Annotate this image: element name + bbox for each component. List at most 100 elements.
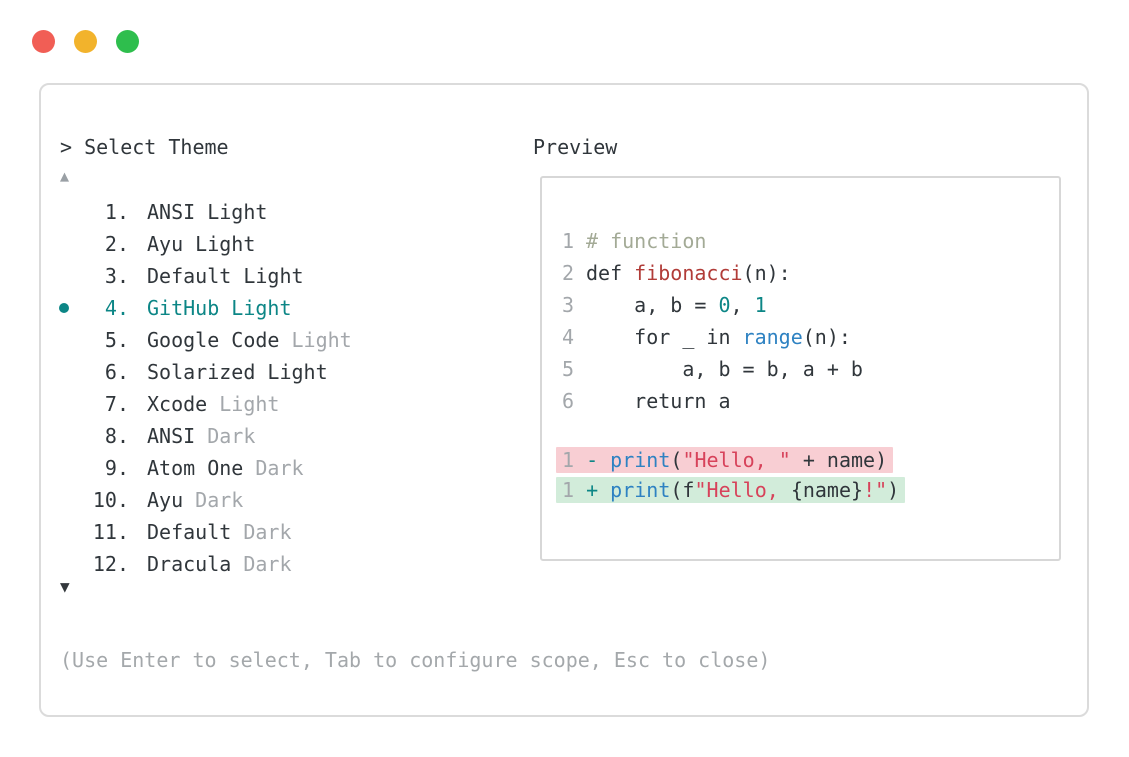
theme-list-item[interactable]: 8. ANSI Dark [41, 420, 521, 452]
theme-item-label: ANSI Dark [147, 424, 255, 448]
diff-highlight: 1 - print("Hello, " + name) [556, 447, 894, 473]
theme-item-label: ANSI Light [147, 200, 267, 224]
theme-item-label-segment: ANSI [147, 424, 208, 448]
theme-item-label: Atom One Dark [147, 456, 304, 480]
prompt-title: Select Theme [84, 135, 229, 159]
code-token: print [610, 478, 671, 502]
preview-label: Preview [533, 135, 618, 159]
theme-item-label: Ayu Light [147, 232, 255, 256]
code-token: range [742, 325, 803, 349]
theme-item-label-segment: Atom One [147, 456, 256, 480]
theme-list-item[interactable]: 11.Default Dark [41, 516, 521, 548]
code-token: "Hello, [694, 478, 791, 502]
theme-item-label: Solarized Light [147, 360, 328, 384]
code-token: 0 [718, 293, 731, 317]
window-controls [32, 30, 158, 53]
code-line: 4 for _ in range(n): [542, 321, 1059, 353]
diff-line-removed: 1 - print("Hello, " + name) [556, 447, 905, 477]
theme-item-label-segment: Solarized Light [147, 360, 328, 384]
scroll-down-icon[interactable]: ▼ [60, 577, 70, 596]
line-number: 6 [562, 389, 575, 413]
code-line: 3 a, b = 0, 1 [542, 289, 1059, 321]
theme-list-item[interactable]: 10.Ayu Dark [41, 484, 521, 516]
theme-item-label-segment: Default Light [147, 264, 304, 288]
code-line: 1 # function [542, 225, 1059, 257]
theme-list-item[interactable]: 9. Atom One Dark [41, 452, 521, 484]
code-token: # function [586, 229, 707, 253]
theme-item-label-segment: Dark [207, 424, 256, 448]
theme-item-number: 2. [104, 232, 129, 256]
diff-sample: 1 - print("Hello, " + name) 1 + print(f"H… [556, 447, 906, 507]
code-line: 5 a, b = b, a + b [542, 353, 1059, 385]
code-token: !" [863, 478, 888, 502]
theme-item-label: GitHub Light [147, 296, 292, 320]
theme-item-label: Google Code Light [147, 328, 352, 352]
theme-item-number: 1. [104, 200, 129, 224]
help-text: (Use Enter to select, Tab to configure s… [60, 648, 771, 672]
theme-list-item[interactable]: 2. Ayu Light [41, 228, 521, 260]
code-token: return a [586, 389, 731, 413]
theme-item-label: Default Light [147, 264, 304, 288]
theme-item-number: 12. [92, 552, 129, 576]
theme-item-label-segment: Xcode [147, 392, 220, 416]
code-line: 6 return a [542, 385, 1059, 417]
theme-item-label: Ayu Dark [147, 488, 243, 512]
code-token: for _ in [586, 325, 743, 349]
theme-list-item[interactable]: 4. GitHub Light [41, 292, 521, 324]
code-token: ( [670, 448, 683, 472]
theme-list-item[interactable]: 1. ANSI Light [41, 196, 521, 228]
theme-item-label-segment: Google Code [147, 328, 292, 352]
prompt: > Select Theme [60, 135, 229, 159]
page-title [72, 135, 84, 159]
code-token: (f [670, 478, 695, 502]
theme-item-number: 4. [104, 296, 129, 320]
zoom-window-button[interactable] [116, 30, 139, 53]
theme-item-label-segment: Dark [255, 456, 304, 480]
code-token: (n): [742, 261, 791, 285]
theme-item-label-segment: Dark [243, 552, 292, 576]
theme-item-label-segment: GitHub Light [147, 296, 292, 320]
code-token: print [610, 448, 671, 472]
line-number: 5 [562, 357, 575, 381]
diff-line-number: 1 [562, 478, 575, 502]
code-token: (n): [802, 325, 851, 349]
line-number: 1 [562, 229, 575, 253]
code-token: "Hello, " [682, 448, 791, 472]
theme-item-label: Xcode Light [147, 392, 279, 416]
theme-list-item[interactable]: 7.Xcode Light [41, 388, 521, 420]
theme-item-label-segment: Dark [195, 488, 244, 512]
theme-item-label-segment: Light [291, 328, 352, 352]
theme-list: 1. ANSI Light 2. Ayu Light 3. Default Light 4.… [41, 196, 521, 580]
theme-item-number: 9. [104, 456, 129, 480]
line-number: 3 [562, 293, 575, 317]
code-token: a, b = [586, 293, 719, 317]
diff-line-added: 1 + print(f"Hello, {name}!") [556, 477, 906, 507]
theme-item-label-segment: Dark [243, 520, 292, 544]
theme-item-label-segment: Ayu [147, 488, 196, 512]
scroll-up-icon[interactable]: ▲ [60, 167, 70, 185]
code-token: + name) [790, 448, 888, 472]
theme-item-number: 8. [104, 424, 129, 448]
selected-bullet-icon [59, 303, 69, 313]
diff-line-number: 1 [562, 448, 575, 472]
line-number: 4 [562, 325, 575, 349]
code-token: 1 [754, 293, 767, 317]
prompt-caret-icon: > [60, 135, 73, 159]
minimize-window-button[interactable] [74, 30, 97, 53]
theme-item-number: 6. [104, 360, 129, 384]
theme-item-number: 3. [104, 264, 129, 288]
theme-list-item[interactable]: 6. Solarized Light [41, 356, 521, 388]
code-token: ) [887, 478, 900, 502]
theme-item-label-segment: ANSI Light [147, 200, 268, 224]
theme-list-item[interactable]: 5.Google Code Light [41, 324, 521, 356]
theme-item-label-segment: Ayu Light [147, 232, 256, 256]
theme-item-label-segment: Dracula [147, 552, 244, 576]
close-window-button[interactable] [32, 30, 55, 53]
theme-item-label: Dracula Dark [147, 552, 292, 576]
theme-list-item[interactable]: 12. Dracula Dark [41, 548, 521, 580]
theme-list-item[interactable]: 3. Default Light [41, 260, 521, 292]
